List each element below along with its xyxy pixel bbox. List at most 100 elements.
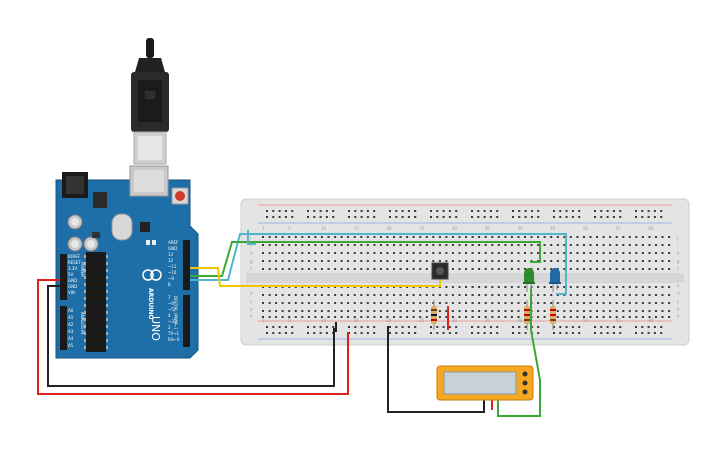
column-number: 50	[583, 226, 589, 231]
pin-label: ~3	[168, 319, 174, 324]
row-letter: f	[250, 267, 252, 272]
column-number: 55	[616, 318, 622, 323]
column-number: 35	[485, 226, 491, 231]
pin-label: GND	[168, 246, 177, 251]
column-number: 10	[321, 318, 327, 323]
pin-label: ~10	[168, 270, 177, 275]
pin-label: 2	[168, 325, 171, 330]
row-letter: b	[677, 307, 680, 312]
breadboard[interactable]: 1155101015152020252530303535404045455050…	[240, 198, 690, 346]
row-letter: a	[250, 313, 253, 318]
column-number: 15	[354, 318, 360, 323]
wire-green-multimeter[interactable]	[497, 288, 541, 417]
row-letter: i	[677, 243, 678, 248]
pin-label: RX←0	[168, 337, 180, 342]
column-number: 45	[550, 226, 556, 231]
wire-cyan-upper[interactable]	[247, 230, 256, 245]
row-letter: e	[677, 283, 680, 288]
column-number: 55	[616, 226, 622, 231]
wire-cyan-pin9[interactable]	[190, 233, 567, 295]
analog-header[interactable]	[60, 306, 67, 350]
digital-header-top[interactable]	[183, 240, 190, 290]
row-letter: b	[250, 307, 253, 312]
pin-label: 12	[168, 258, 174, 263]
multimeter-jack-v[interactable]	[522, 380, 528, 386]
column-number: 40	[518, 226, 524, 231]
column-number: 50	[583, 318, 589, 323]
row-letter: i	[250, 243, 251, 248]
arduino-model-text: UNO	[149, 316, 162, 341]
column-number: 25	[419, 318, 425, 323]
wire-black-gnd[interactable]	[47, 285, 335, 387]
row-letter: f	[677, 267, 679, 272]
power-label: POWER	[80, 262, 85, 277]
column-number: 20	[386, 226, 392, 231]
column-number: 20	[386, 318, 392, 323]
row-letter: h	[250, 251, 253, 256]
multimeter-jack-com[interactable]	[522, 371, 528, 377]
column-number: 30	[452, 318, 458, 323]
pin-label: GND	[68, 284, 77, 289]
arduino-logo	[142, 269, 162, 281]
pin-label: IOREF	[68, 254, 81, 259]
usb-cable[interactable]	[131, 38, 169, 165]
led-green[interactable]	[523, 268, 535, 292]
pin-label: A0	[68, 308, 74, 313]
led-blue[interactable]	[549, 268, 561, 292]
column-number: 1	[262, 226, 265, 231]
digital-label: DIGITAL (PWM~)	[173, 296, 178, 330]
column-number: 10	[321, 226, 327, 231]
multimeter-jack-a[interactable]	[522, 389, 528, 395]
row-letter: j	[676, 235, 678, 240]
wire-red-5v[interactable]	[37, 279, 349, 395]
pin-label: 13	[168, 252, 174, 257]
resistor-1	[431, 300, 437, 330]
pushbutton[interactable]	[431, 262, 449, 280]
power-header[interactable]	[60, 254, 67, 300]
pin-label: 7	[168, 295, 171, 300]
wire-green-pin10[interactable]	[190, 241, 541, 277]
analog-label: ANALOG IN	[80, 312, 85, 334]
row-letter: j	[249, 235, 251, 240]
atmega-chip	[86, 252, 106, 352]
wire-yellow-pin11[interactable]	[190, 267, 441, 287]
reset-button[interactable]	[175, 191, 185, 201]
wire-multimeter-com[interactable]	[387, 326, 485, 413]
column-number: 25	[419, 226, 425, 231]
column-number: 5	[288, 318, 291, 323]
pin-label: A2	[68, 322, 74, 327]
pin-label: ~6	[168, 301, 174, 306]
row-letter: a	[677, 313, 680, 318]
column-number: 40	[518, 318, 524, 323]
pin-label: A4	[68, 336, 74, 341]
row-letter: d	[677, 291, 680, 296]
pin-label: 8	[168, 282, 171, 287]
resistor-2	[524, 300, 530, 330]
column-number: 30	[452, 226, 458, 231]
pin-label: 3.3V	[68, 266, 77, 271]
column-number: 35	[485, 318, 491, 323]
digital-header-bottom[interactable]	[183, 295, 190, 347]
column-number: 5	[288, 226, 291, 231]
column-number: 60	[649, 226, 655, 231]
pin-label: TX→1	[167, 331, 180, 336]
arduino-uno-board[interactable]: ARDUINO UNO DIGITAL (PWM~) ANALOG IN POW…	[55, 165, 199, 359]
breadboard-holes[interactable]	[262, 210, 671, 334]
pin-label: ~9	[168, 276, 174, 281]
resistor-3	[550, 300, 556, 330]
row-letter: g	[677, 259, 680, 264]
row-letter: g	[250, 259, 253, 264]
pin-label: A5	[68, 343, 74, 348]
pin-label: ~5	[168, 307, 174, 312]
multimeter[interactable]	[436, 365, 534, 401]
row-letter: d	[250, 291, 253, 296]
pin-label: GND	[68, 278, 77, 283]
crystal-oscillator	[111, 213, 133, 241]
wires[interactable]	[37, 230, 567, 417]
column-number: 60	[649, 318, 655, 323]
row-letter: h	[677, 251, 680, 256]
pin-label: 5V	[68, 272, 74, 277]
multimeter-display	[443, 371, 517, 395]
